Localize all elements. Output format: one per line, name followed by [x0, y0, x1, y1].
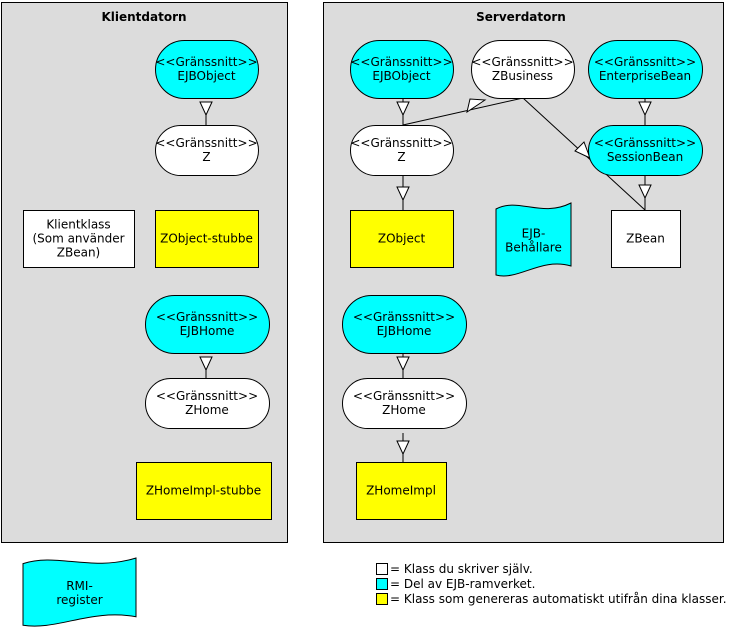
node-label-line: ZHome — [185, 403, 229, 417]
node-label-line: ZHomeImpl — [366, 484, 436, 498]
node-label-line: <<Gränssnitt>> — [155, 136, 257, 150]
node-label-line: Behållare — [505, 241, 562, 255]
node-label-line: <<Gränssnitt>> — [350, 136, 452, 150]
arrowhead-server-zbean-to-zbusiness — [574, 141, 591, 159]
node-label-line: Klientklass — [46, 218, 110, 232]
node-shape — [342, 378, 467, 429]
node-label-line: EJBObject — [177, 69, 236, 83]
node-label-line: Z — [202, 150, 210, 164]
node-label-line: ZHomeImpl-stubbe — [146, 484, 261, 498]
node-c-zobjstub: ZObject-stubbe — [155, 210, 259, 268]
legend-item: = Klass du skriver själv. — [376, 562, 533, 576]
node-s-ejbhome: <<Gränssnitt>>EJBHome — [342, 295, 467, 354]
node-s-zobject: ZObject — [350, 210, 454, 268]
node-s-zbean: ZBean — [611, 210, 681, 268]
legend-text: = Klass som genereras automatiskt utifrå… — [390, 592, 727, 606]
node-label-line: EJBHome — [377, 324, 432, 338]
node-s-z: <<Gränssnitt>>Z — [350, 125, 454, 176]
node-label-line: <<Gränssnitt>> — [594, 55, 696, 69]
legend-swatch-cyan — [376, 578, 388, 590]
node-label-line: (Som använder — [32, 232, 124, 246]
node-shape — [611, 210, 681, 268]
node-shape — [356, 462, 447, 520]
legend-swatch-white — [376, 563, 388, 575]
node-s-zhomeimpl: ZHomeImpl — [356, 462, 447, 520]
arrowhead-client-zhome-to-ejbhome — [199, 356, 213, 372]
node-s-container: EJB-Behållare — [495, 202, 572, 277]
nodes: <<Gränssnitt>>EJBObject<<Gränssnitt>>ZKl… — [22, 40, 703, 627]
node-rmi: RMI-register — [22, 557, 137, 627]
node-s-sessbean: <<Gränssnitt>>SessionBean — [588, 125, 703, 176]
node-label-line: <<Gränssnitt>> — [594, 136, 696, 150]
node-label-line: <<Gränssnitt>> — [471, 55, 573, 69]
node-label-line: Z — [397, 150, 405, 164]
legend-text: = Klass du skriver själv. — [390, 562, 533, 576]
node-c-ejbhome: <<Gränssnitt>>EJBHome — [145, 295, 270, 354]
node-s-zhome: <<Gränssnitt>>ZHome — [342, 378, 467, 429]
node-shape — [23, 210, 135, 268]
arrowhead-server-z-to-zbusiness — [466, 98, 487, 114]
node-label-line: EJBHome — [180, 324, 235, 338]
node-label-line: ZBusiness — [492, 69, 553, 83]
node-shape — [155, 40, 259, 99]
edge-server-z-to-zbusiness — [402, 97, 524, 126]
node-shape — [350, 125, 454, 176]
node-s-zbusiness: <<Gränssnitt>>ZBusiness — [471, 40, 575, 99]
node-label-line: <<Gränssnitt>> — [155, 55, 257, 69]
legend-text: = Del av EJB-ramverket. — [390, 577, 535, 591]
node-label-line: register — [56, 593, 102, 607]
node-shape — [350, 40, 454, 99]
legend: = Klass du skriver själv.= Del av EJB-ra… — [376, 562, 727, 606]
node-shape — [342, 295, 467, 354]
node-shape — [145, 295, 270, 354]
node-c-zhomestub: ZHomeImpl-stubbe — [136, 462, 272, 520]
node-label-line: EnterpriseBean — [599, 69, 691, 83]
node-shape — [471, 40, 575, 99]
node-shape — [588, 40, 703, 99]
legend-item: = Klass som genereras automatiskt utifrå… — [376, 592, 727, 606]
arrowhead-server-zbean-to-sessbean — [638, 184, 652, 200]
node-c-z: <<Gränssnitt>>Z — [155, 125, 259, 176]
node-label-line: <<Gränssnitt>> — [353, 310, 455, 324]
node-s-ejbobject: <<Gränssnitt>>EJBObject — [350, 40, 454, 99]
arrowhead-server-sessbean-to-entbean — [638, 101, 652, 117]
node-shape — [495, 202, 572, 277]
legend-swatch-yellow — [376, 593, 388, 605]
node-c-zhome: <<Gränssnitt>>ZHome — [145, 378, 270, 429]
server-panel-title: Serverdatorn — [476, 10, 566, 24]
client-panel-title: Klientdatorn — [101, 10, 186, 24]
node-label-line: <<Gränssnitt>> — [156, 389, 258, 403]
arrowhead-server-zhomeimpl-to-zhome — [396, 440, 410, 456]
node-label-line: ZBean) — [57, 246, 100, 260]
node-label-line: <<Gränssnitt>> — [350, 55, 452, 69]
node-shape — [136, 462, 272, 520]
node-shape — [155, 210, 259, 268]
node-c-ejbobject: <<Gränssnitt>>EJBObject — [155, 40, 259, 99]
node-label-line: SessionBean — [607, 150, 683, 164]
node-shape — [588, 125, 703, 176]
arrowhead-client-z-to-ejbobject — [199, 101, 213, 117]
node-label-line: ZHome — [382, 403, 426, 417]
node-label-line: ZObject — [378, 232, 426, 246]
node-label-line: EJB- — [522, 227, 546, 241]
node-shape — [145, 378, 270, 429]
node-label-line: <<Gränssnitt>> — [156, 310, 258, 324]
node-label-line: RMI- — [66, 579, 93, 593]
node-shape — [155, 125, 259, 176]
legend-item: = Del av EJB-ramverket. — [376, 577, 535, 591]
arrowhead-server-zhome-to-ejbhome — [396, 356, 410, 372]
node-label-line: ZBean — [626, 232, 665, 246]
arrowhead-server-zobject-to-z — [396, 186, 410, 202]
node-shape — [22, 557, 137, 627]
arrowhead-server-z-to-ejbobject — [396, 101, 410, 117]
edges — [199, 97, 652, 462]
node-label-line: ZObject-stubbe — [160, 232, 253, 246]
node-label-line: EJBObject — [372, 69, 431, 83]
node-shape — [350, 210, 454, 268]
node-s-entbean: <<Gränssnitt>>EnterpriseBean — [588, 40, 703, 99]
node-label-line: <<Gränssnitt>> — [353, 389, 455, 403]
